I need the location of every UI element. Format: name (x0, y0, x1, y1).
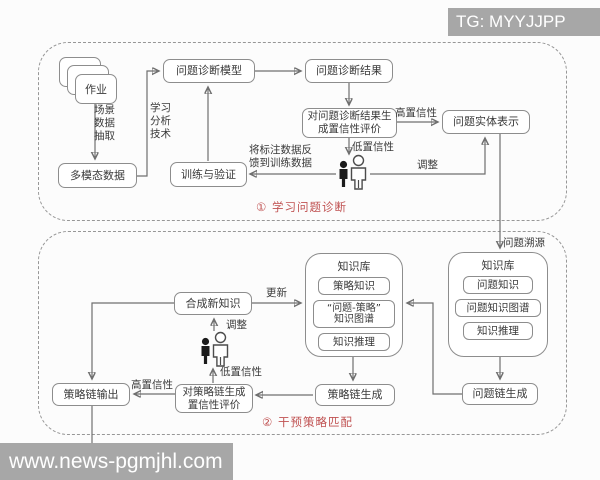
watermark-top-right: TG: MYYJJPP (448, 8, 600, 36)
label-high-confidence-1: 高置信性 (395, 107, 437, 119)
label-scene-data-extract: 场景 数据 抽取 (94, 104, 115, 143)
label-update: 更新 (266, 287, 287, 299)
node-problem-chain-generation: 问题链生成 (462, 383, 538, 405)
teacher-student-icon-1 (339, 154, 367, 190)
node-diagnosis-result: 问题诊断结果 (305, 59, 393, 83)
kb-problem-item-reasoning: 知识推理 (463, 322, 533, 341)
teacher-student-icon-2 (201, 331, 229, 367)
label-low-confidence-2: 低置信性 (220, 366, 262, 378)
node-strategy-chain-output: 策略链输出 (52, 383, 130, 406)
node-diagnosis-model: 问题诊断模型 (163, 59, 255, 83)
node-confidence-evaluation: 对问题诊断结果生 成置信性评价 (302, 108, 397, 138)
kb-strategy-title: 知识库 (337, 260, 371, 273)
kb-strategy-item-knowledge: 策略知识 (318, 277, 390, 295)
kb-problem-item-graph: 问题知识图谱 (455, 299, 541, 318)
label-learning-analytics: 学习 分析 技术 (150, 102, 171, 141)
node-strategy-chain-generation: 策略链生成 (315, 384, 395, 406)
section1-boundary (38, 42, 567, 221)
node-synthesize-knowledge: 合成新知识 (174, 292, 252, 315)
label-adjust-2: 调整 (226, 319, 247, 331)
kb-strategy-item-graph: “问题-策略” 知识图谱 (313, 300, 395, 328)
kb-problem-item-knowledge: 问题知识 (463, 276, 533, 295)
label-feedback-training-data: 将标注数据反 馈到训练数据 (249, 144, 312, 170)
node-multimodal-data: 多模态数据 (58, 163, 137, 188)
kb-strategy-item-reasoning: 知识推理 (318, 333, 390, 351)
section2-label: ② 干预策略匹配 (262, 415, 353, 429)
homework-stack: 作业 (59, 57, 119, 105)
watermark-bottom-left: www.news-pgmjhl.com (0, 443, 233, 480)
label-adjust-1: 调整 (417, 159, 438, 171)
homework-sheet-front: 作业 (75, 74, 117, 104)
kb-problem-title: 知识库 (481, 259, 515, 272)
label-problem-trace: 问题溯源 (503, 237, 545, 249)
node-problem-entity: 问题实体表示 (442, 110, 530, 134)
section2-boundary (38, 231, 567, 435)
kb-strategy: 知识库 策略知识 “问题-策略” 知识图谱 知识推理 (305, 253, 403, 357)
label-high-confidence-2: 高置信性 (131, 379, 173, 391)
node-strategy-confidence-evaluation: 对策略链生成 置信性评价 (175, 384, 253, 413)
section1-label: ① 学习问题诊断 (256, 200, 347, 214)
node-training-validation: 训练与验证 (170, 162, 247, 187)
kb-problem: 知识库 问题知识 问题知识图谱 知识推理 (448, 252, 548, 357)
label-low-confidence-1: 低置信性 (352, 141, 394, 153)
